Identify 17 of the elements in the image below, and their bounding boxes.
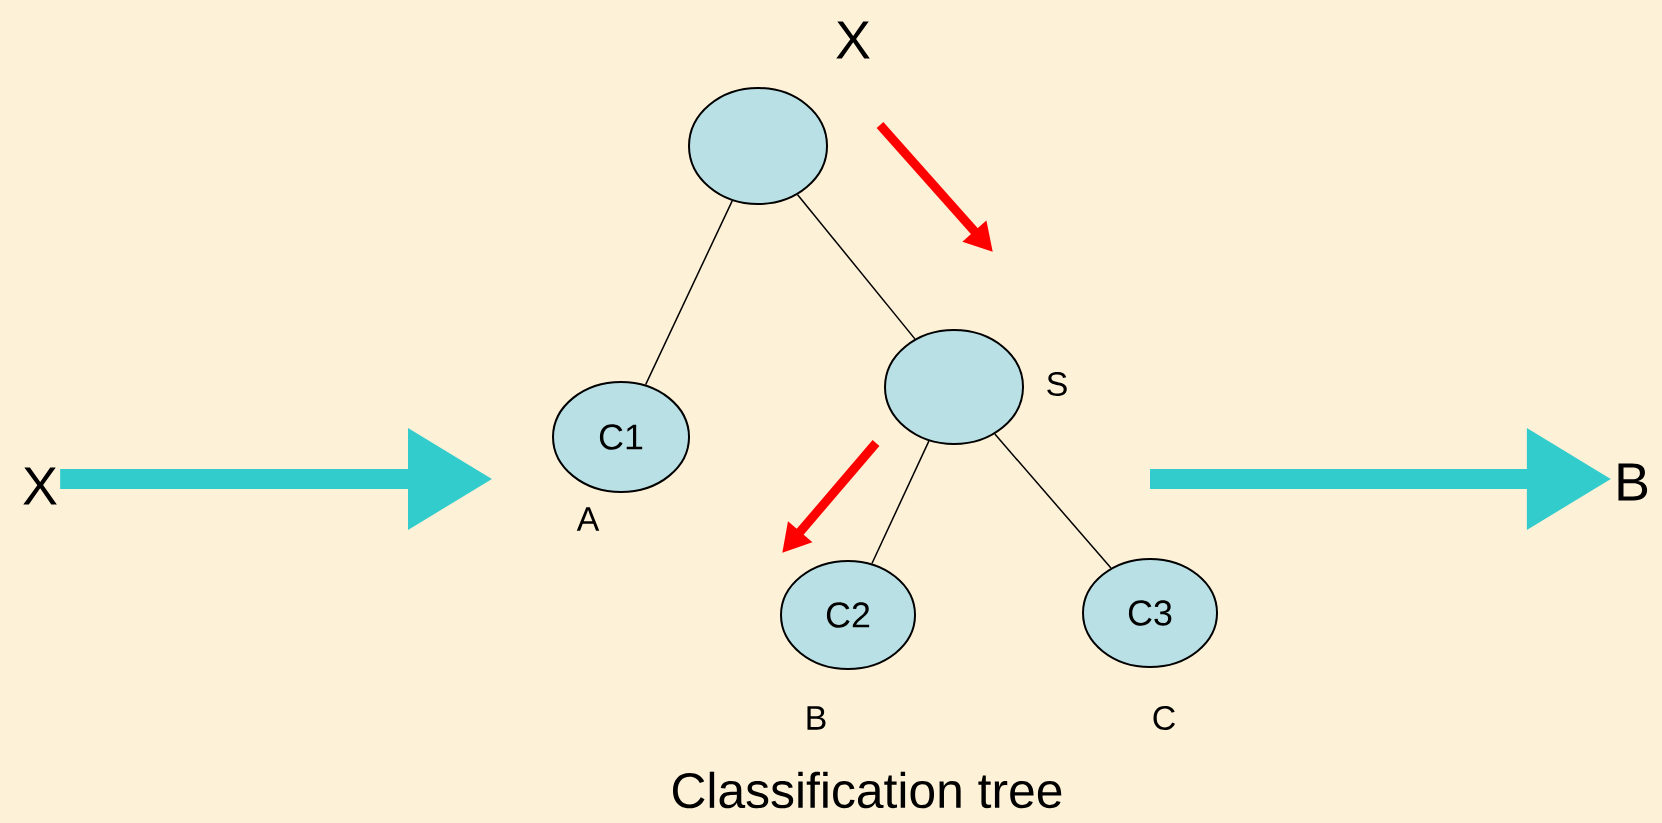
connector-line: [994, 433, 1112, 569]
node-label: X: [836, 21, 870, 59]
node-label: X: [23, 467, 57, 505]
tree-node: C1: [552, 381, 690, 493]
connector-line: [871, 440, 930, 565]
node-label: A: [576, 507, 600, 531]
node-label: C: [1153, 706, 1175, 730]
node-label: B: [1618, 463, 1648, 501]
tree-node: C3: [1082, 558, 1218, 668]
tree-node: C2: [780, 560, 916, 670]
node-label: B: [807, 706, 826, 730]
node-label: S: [1047, 372, 1067, 396]
connector-line: [796, 193, 916, 340]
connector-line: [644, 200, 733, 386]
tree-node: [688, 87, 828, 205]
caption: Classification tree: [673, 771, 1062, 809]
tree-node: [884, 329, 1024, 445]
